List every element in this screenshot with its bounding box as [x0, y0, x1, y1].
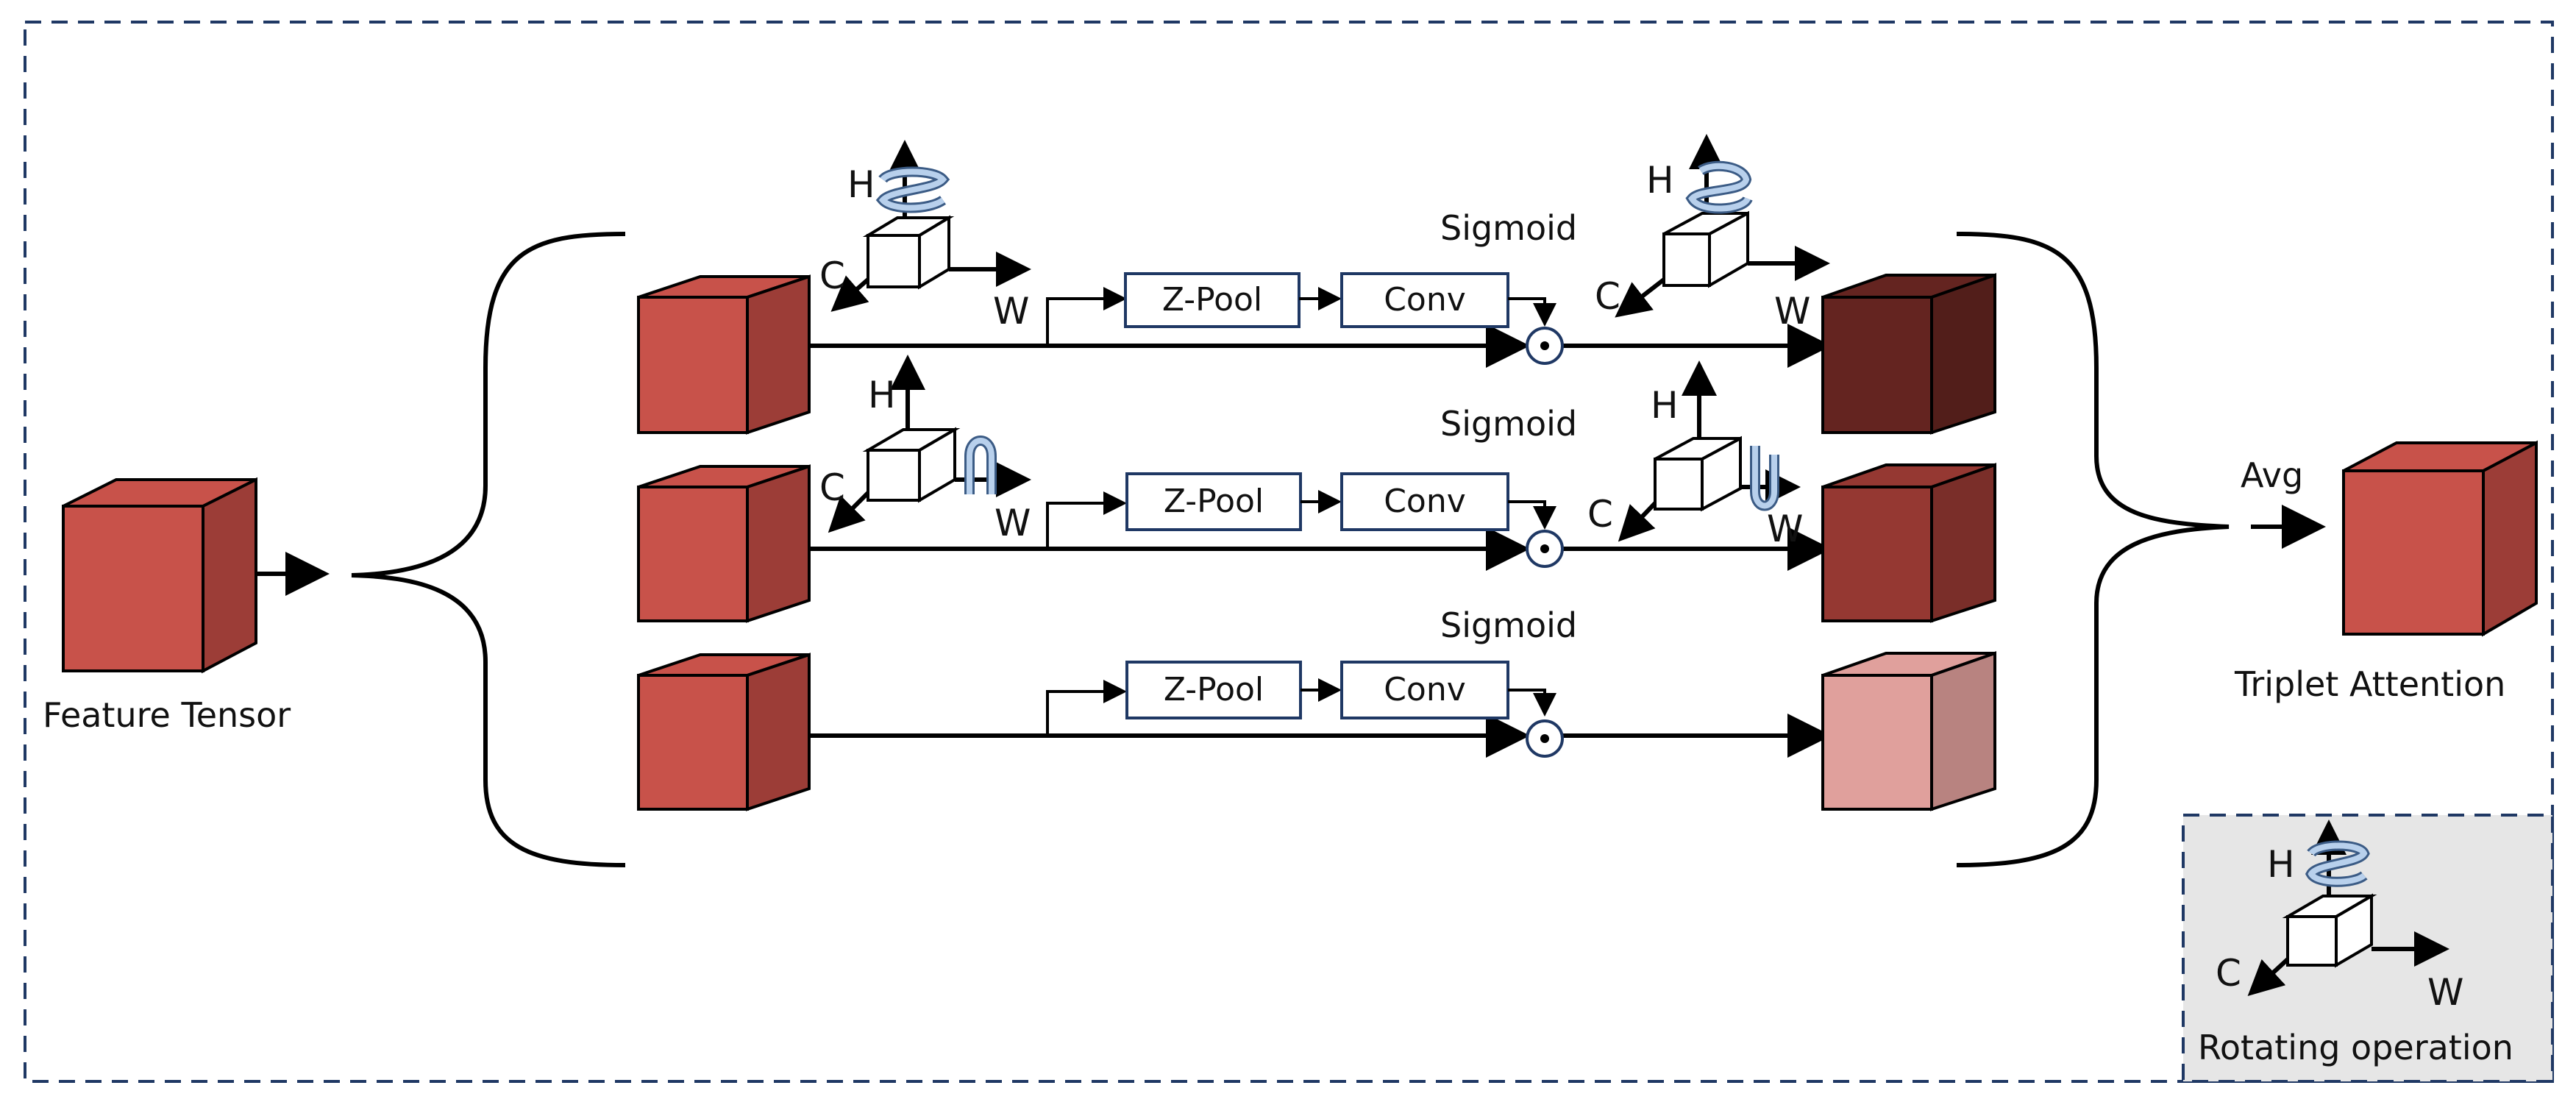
branch-2-axis-w: W	[995, 502, 1031, 544]
branch-2-multiply-icon	[1526, 530, 1564, 568]
branch-2-output-rotation-axes	[1618, 360, 1801, 542]
branch-2-out-axis-c: C	[1587, 493, 1613, 536]
branch-1-zpool-box	[1124, 272, 1301, 328]
branch-2-out-axis-h: H	[1651, 384, 1679, 427]
branch-3-zpool-label: Z-Pool	[1164, 671, 1264, 708]
branch-1-axis-h: H	[847, 163, 875, 206]
branch-1-axis-w: W	[993, 290, 1029, 333]
triplet-attention-label: Triplet Attention	[2234, 664, 2505, 704]
branch-1-out-axis-w: W	[1774, 290, 1810, 333]
branch-2-conv-label: Conv	[1384, 483, 1466, 520]
branch-2-rotation-axes	[828, 355, 1031, 533]
branch-3-conv-label: Conv	[1384, 671, 1466, 708]
avg-label: Avg	[2241, 455, 2303, 495]
branch-1-out-axis-c: C	[1595, 275, 1620, 318]
branch-1-input-cube	[637, 274, 811, 435]
legend-axis-c: C	[2216, 952, 2241, 995]
branch-3-multiply-icon	[1526, 719, 1564, 758]
branch-1-zpool-label: Z-Pool	[1162, 281, 1262, 319]
branch-3-zpool-box	[1125, 661, 1302, 719]
input-cube	[62, 477, 257, 674]
legend-axis-w: W	[2427, 971, 2463, 1014]
branch-1-conv-box	[1340, 272, 1509, 328]
branch-1-rotation-axes	[830, 140, 1031, 312]
branch-3-input-cube	[637, 653, 811, 811]
branch-1-output-cube	[1821, 273, 1996, 435]
branch-2-out-axis-w: W	[1767, 508, 1803, 550]
branch-3: Z-Pool Conv Sigmoid	[637, 605, 1996, 811]
legend-axis-h: H	[2267, 843, 2295, 886]
branch-2-axis-c: C	[819, 466, 845, 509]
branch-1-output-rotation-axes	[1615, 134, 1830, 318]
branch-1-conv-label: Conv	[1384, 281, 1466, 319]
right-brace	[1956, 232, 2230, 867]
left-brace	[351, 232, 626, 867]
branch-3-sigmoid-label: Sigmoid	[1440, 605, 1577, 645]
branch-2-input-cube	[637, 464, 811, 623]
branch-2-output-cube	[1821, 463, 1996, 623]
outer-frame	[24, 21, 2554, 1083]
branch-1-sigmoid-label: Sigmoid	[1440, 208, 1577, 248]
branch-2-sigmoid-label: Sigmoid	[1440, 404, 1577, 444]
feature-tensor-label: Feature Tensor	[43, 695, 291, 735]
branch-1: H C W Z-Pool Conv Sigmoid H	[637, 134, 1996, 435]
branch-3-conv-box	[1340, 661, 1509, 719]
branch-1-axis-c: C	[819, 255, 845, 297]
output-cube	[2342, 440, 2538, 637]
branch-2: H C W Z-Pool Conv Sigmoid H C W	[637, 355, 1996, 623]
branch-2-conv-box	[1340, 472, 1509, 531]
branch-2-zpool-label: Z-Pool	[1164, 483, 1264, 520]
legend-rotation-axes	[2247, 820, 2449, 997]
rotating-operation-label: Rotating operation	[2198, 1028, 2513, 1067]
branch-2-axis-h: H	[868, 374, 896, 416]
branch-3-output-cube	[1821, 651, 1996, 811]
branch-2-zpool-box	[1125, 472, 1302, 531]
branch-1-multiply-icon	[1526, 327, 1564, 365]
branch-1-out-axis-h: H	[1646, 159, 1674, 202]
